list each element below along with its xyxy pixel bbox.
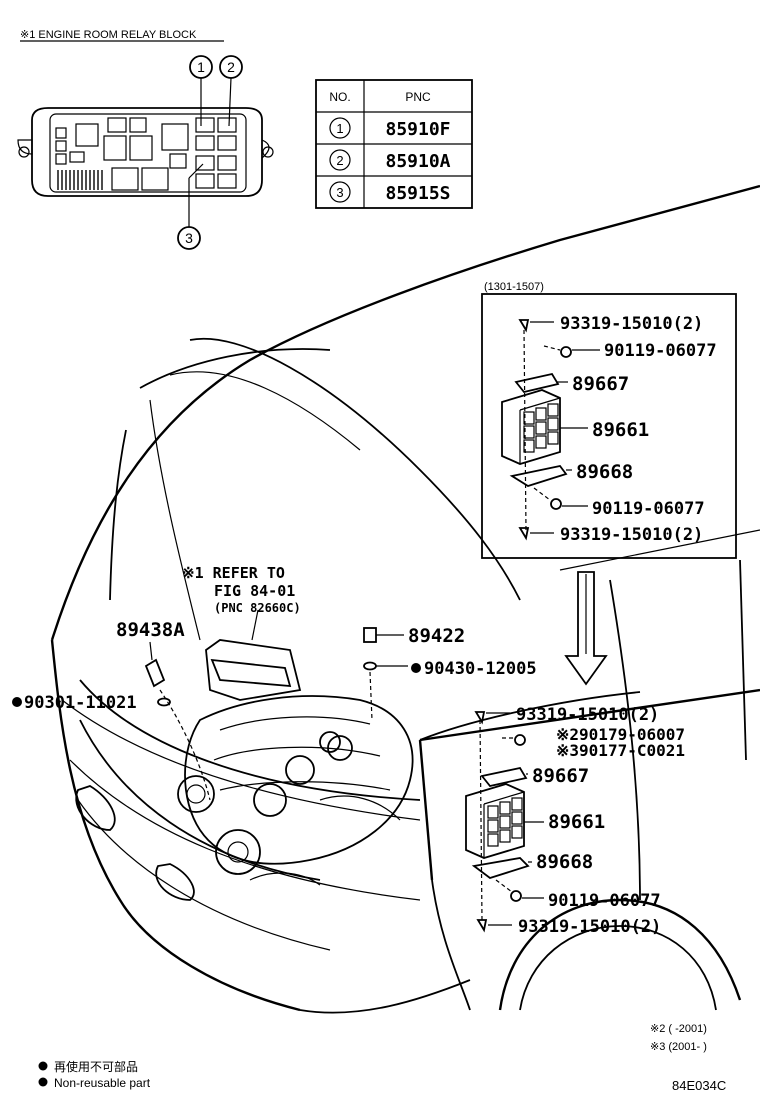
- refer-note: ※1 REFER TO: [182, 564, 285, 582]
- legend-dot-2: [38, 1077, 48, 1087]
- label-90301-11021: 90301-11021: [24, 693, 137, 713]
- bracket-bottom-icon: [471, 857, 530, 879]
- ecu-main-icon: [465, 783, 525, 859]
- non-reusable-dot-1: [12, 697, 22, 707]
- relay-block-title: ※1 ENGINE ROOM RELAY BLOCK: [20, 29, 197, 41]
- mount-hole-left-icon: [18, 146, 30, 158]
- label-main-bracket-top: 89667: [532, 765, 589, 787]
- callout-1-label: 1: [197, 59, 205, 75]
- relay-block-section: ※1 ENGINE ROOM RELAY BLOCK: [17, 29, 274, 250]
- table-row-1-pnc: 85910F: [385, 119, 450, 140]
- inset-label-bracket-top: 89667: [572, 373, 629, 395]
- inset-label-nut-bottom: 90119-06077: [592, 499, 705, 519]
- relay-block-outline: [31, 107, 263, 197]
- inset-label-bolt-bottom: 93319-15010(2): [560, 525, 703, 545]
- inset-ecu-icon: [501, 389, 561, 465]
- label-89422: 89422: [408, 625, 465, 647]
- inset-nut-top-icon: [560, 346, 572, 358]
- mount-hole-right-icon: [262, 146, 274, 158]
- inset-panel: (1301-1507) 93319-15010(2) 90119-06077 8…: [481, 281, 737, 559]
- non-reusable-dot-2: [411, 663, 421, 673]
- label-main-bracket-bottom: 89668: [536, 851, 593, 873]
- legend-dot-1: [38, 1061, 48, 1071]
- pnc-table: NO. PNC 1 85910F 2 85910A 3 85915S: [315, 79, 473, 209]
- vehicle-body: [50, 184, 760, 1014]
- label-nut-b: ※390177-C0021: [556, 741, 685, 760]
- gasket-top-icon: [363, 661, 377, 671]
- label-main-bolt-bottom: 93319-15010(2): [518, 917, 661, 937]
- refer-pnc: (PNC 82660C): [214, 601, 301, 615]
- arrow-down-icon: [564, 571, 608, 686]
- table-header-no: NO.: [329, 90, 350, 104]
- legend-en: Non-reusable part: [54, 1076, 151, 1090]
- table-row-2-pnc: 85910A: [385, 151, 450, 172]
- bolt-bottom-icon: [476, 919, 488, 933]
- label-main-nut-bottom: 90119-06077: [548, 891, 661, 911]
- footnote-2: ※2 ( -2001): [650, 1023, 707, 1035]
- bracket-top-icon: [480, 766, 528, 788]
- inset-bracket-top-icon: [514, 372, 560, 394]
- label-90430-12005: 90430-12005: [424, 659, 537, 679]
- table-row-1-no: 1: [336, 121, 343, 136]
- main-labels: ※1 REFER TO FIG 84-01 (PNC 82660C) 89438…: [12, 564, 685, 937]
- legend-jp: 再使用不可部品: [54, 1059, 138, 1074]
- label-nut-a: ※290179-06007: [556, 725, 685, 744]
- refer-fig: FIG 84-01: [214, 582, 295, 600]
- legend: 再使用不可部品 Non-reusable part: [38, 1059, 151, 1090]
- nut-top-icon: [514, 734, 526, 746]
- inset-label-bolt-top: 93319-15010(2): [560, 314, 703, 334]
- table-row-2-no: 2: [336, 153, 343, 168]
- inset-bolt-bottom-icon: [518, 527, 530, 541]
- engine-assembly: [177, 609, 414, 886]
- footnote-3: ※3 (2001- ): [650, 1041, 707, 1053]
- label-main-ecu: 89661: [548, 811, 605, 833]
- footnotes: ※2 ( -2001) ※3 (2001- ): [650, 1023, 707, 1053]
- inset-label-nut-top: 90119-06077: [604, 341, 717, 361]
- inset-label-ecu: 89661: [592, 419, 649, 441]
- bolt-top-icon: [474, 711, 486, 725]
- inset-range: (1301-1507): [484, 281, 544, 293]
- figure-code: 84E034C: [672, 1078, 726, 1093]
- sensor-top-icon: [363, 627, 377, 643]
- sensor-left-icon: [144, 658, 166, 688]
- inset-nut-bottom-icon: [550, 498, 562, 510]
- callout-2-label: 2: [227, 59, 235, 75]
- inset-label-bracket-bottom: 89668: [576, 461, 633, 483]
- inset-bolt-top-icon: [518, 319, 530, 333]
- inset-bracket-bottom-icon: [509, 465, 568, 487]
- table-row-3-no: 3: [336, 185, 343, 200]
- callout-3-label: 3: [185, 230, 193, 246]
- label-89438a: 89438A: [116, 619, 185, 641]
- nut-bottom-icon: [510, 890, 522, 902]
- table-row-3-pnc: 85915S: [385, 183, 450, 204]
- inset-frame: [481, 293, 737, 559]
- gasket-left-icon: [157, 697, 171, 707]
- label-main-bolt-top: 93319-15010(2): [516, 705, 659, 725]
- table-header-pnc: PNC: [405, 90, 431, 104]
